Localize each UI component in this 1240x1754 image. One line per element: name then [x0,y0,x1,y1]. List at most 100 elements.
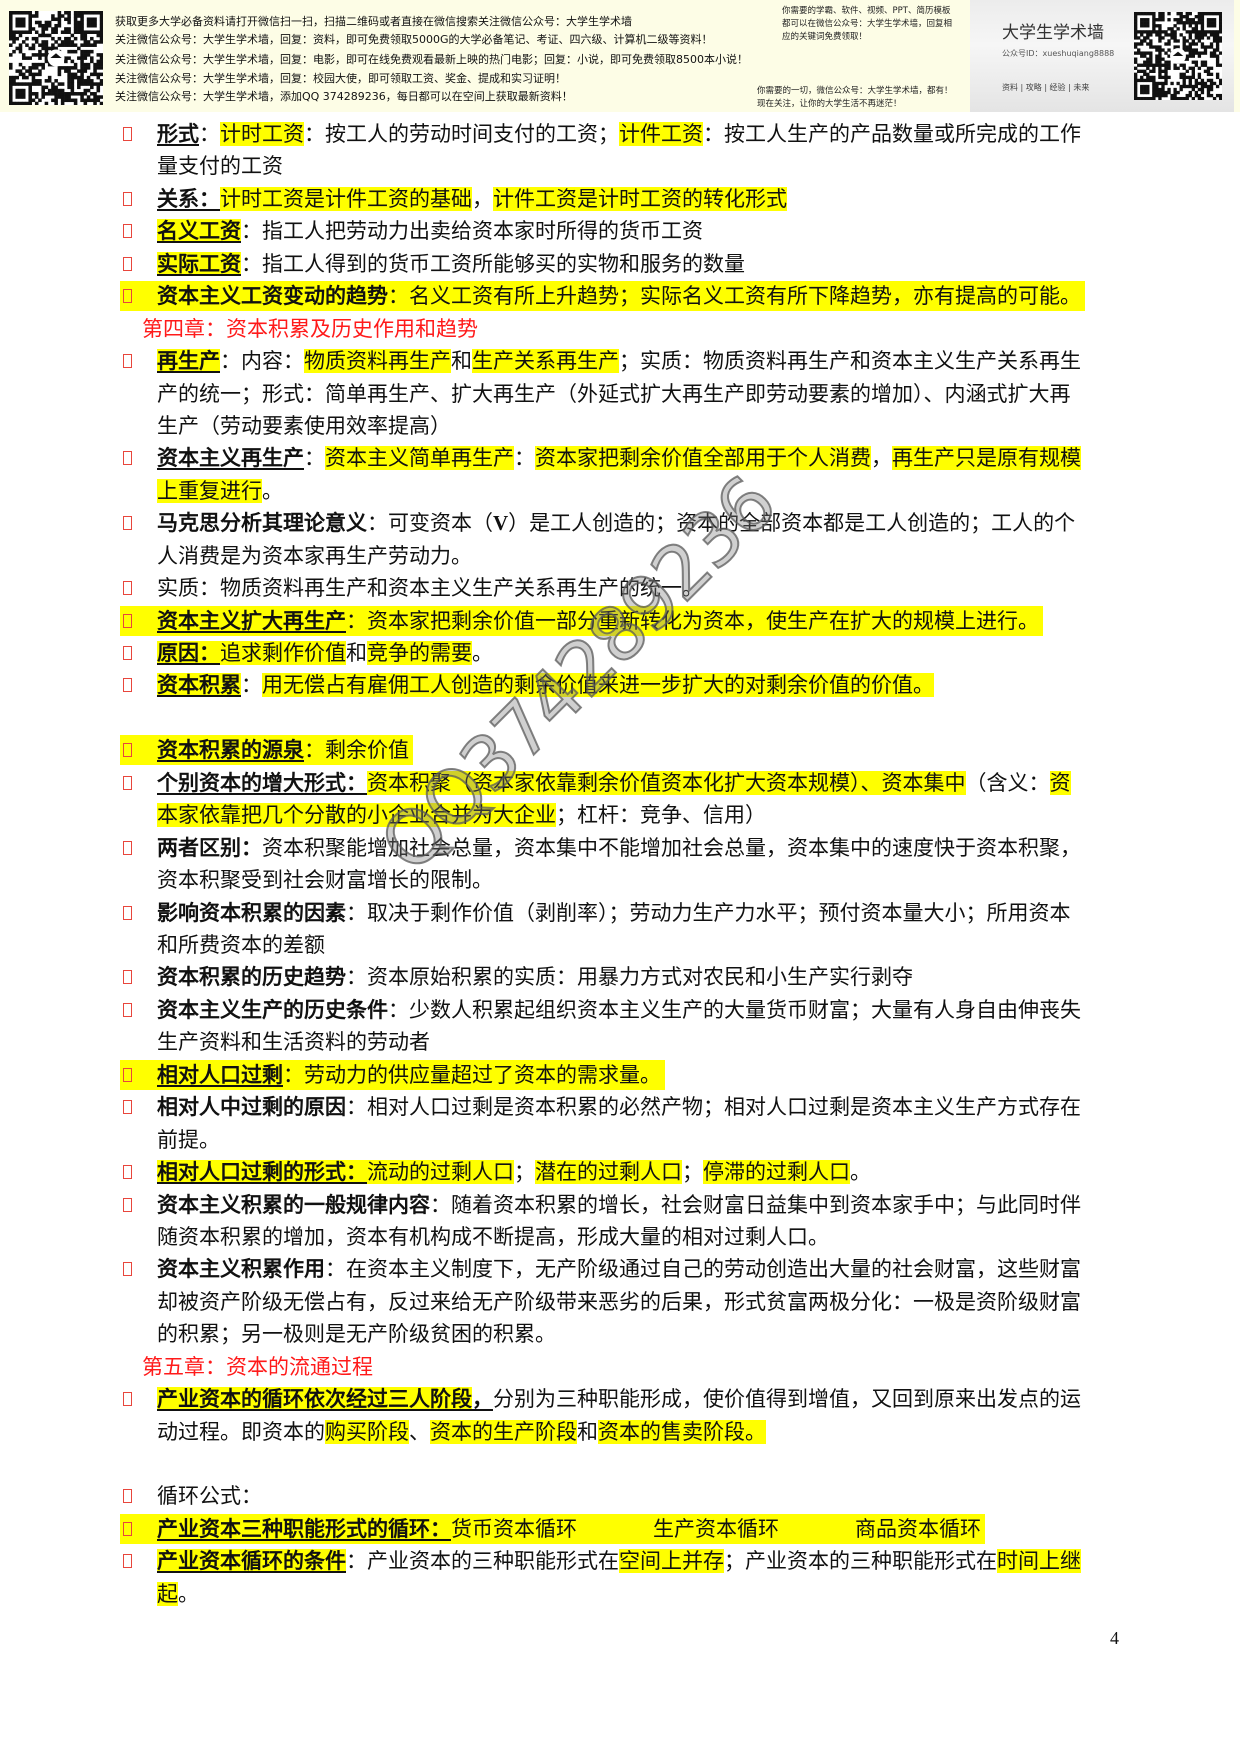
line-text: 相对人口过剩的形式：流动的过剩人口；潜在的过剩人口；停滞的过剩人口。 [157,1157,871,1187]
text-line: 人消费是为资本家再生产劳动力。 [0,541,1240,573]
text-line: 生产资料和生活资料的劳动者 [0,1027,1240,1059]
text-segment: ：可变资本（ [367,511,493,536]
highlighted-text: 时间上继 [997,1549,1081,1574]
line-text: 相对人口过剩：劳动力的供应量超过了资本的需求量。 [157,1060,661,1090]
text-line: 马克思分析其理论意义：可变资本（V）是工人创造的；资本的全部资本都是工人创造的；… [0,508,1240,540]
highlighted-text: 上重复进行 [157,478,262,503]
bullet-box-icon [123,191,132,206]
text-line: 资本主义积累的一般规律内容：随着资本积累的增长，社会财富日益集中到资本家手中；与… [0,1190,1240,1222]
term-label: 关系： [157,186,220,211]
promo-banner: 获取更多大学必备资料请打开微信扫一扫，扫描二维码或者直接在微信搜索关注微信公众号… [0,0,1240,112]
text-segment: ：指工人把劳动力出卖给资本家时所得的货币工资 [241,219,703,244]
text-segment: ：少数人积累起组织资本主义生产的大量货币财富；大量有人身自由伸丧失 [388,997,1081,1022]
bullet-box-icon [123,289,132,304]
line-text: 量支付的工资 [157,151,283,181]
bullet-box-icon [123,127,132,141]
line-text: 影响资本积累的因素：取决于剩作价值（剥削率）；劳动力生产力水平；预付资本量大小；… [157,898,1071,928]
line-text: 相对人中过剩的原因：相对人口过剩是资本积累的必然产物；相对人口过剩是资本主义生产… [157,1092,1081,1122]
text-segment: ：取决于剩作价值（剥削率）；劳动力生产力水平；预付资本量大小；所用资本 [346,900,1071,925]
text-line [0,703,1240,735]
highlighted-text: 资本家把剩余价值一部分重新转化为资本 [367,608,745,633]
chapter-heading-row: 第五章：资本的流通过程 [0,1352,1240,1384]
text-segment: ： [388,284,409,309]
highlighted-text: 物质资料再生产 [304,349,451,374]
text-segment: 产的统一；形式：简单再生产、扩大再生产（外延式扩大再生产即劳动要素的增加）、内涵… [157,381,1071,406]
text-line: 资本主义扩大再生产：资本家把剩余价值一部分重新转化为资本，使生产在扩大的规模上进… [0,605,1240,638]
text-segment: 。 [850,1160,871,1185]
text-segment: 人消费是为资本家再生产劳动力。 [157,543,472,568]
term-label: 两者区别： [157,835,262,860]
line-text: 资本主义积累的一般规律内容：随着资本积累的增长，社会财富日益集中到资本家手中；与… [157,1190,1081,1220]
highlighted-text: 追求剩作价值 [220,641,346,666]
highlighted-text: 货币资本循环 [451,1516,577,1541]
line-text: 资本主义扩大再生产：资本家把剩余价值一部分重新转化为资本，使生产在扩大的规模上进… [157,606,1039,636]
page-number: 4 [1110,1628,1119,1648]
text-line: 上重复进行。 [0,476,1240,508]
highlighted-text: 计时工资 [220,122,304,146]
bullet-box-icon [123,1554,132,1569]
bullet-box-icon [123,1197,132,1212]
text-segment: 和 [346,641,367,666]
term-label: 资本主义工资变动的趋势 [157,284,388,309]
line-text: 资本主义再生产：资本主义简单再生产：资本家把剩余价值全部用于个人消费，再生产只是… [157,443,1081,473]
row-highlight [120,1059,665,1090]
bullet-box-icon [123,256,132,271]
text-line: 生产（劳动要素使用效率提高） [0,411,1240,443]
line-text: 产业资本循环的条件：产业资本的三种职能形式在空间上并存；产业资本的三种职能形式在… [157,1546,1081,1576]
text-segment: ， [472,186,493,211]
text-segment: ；杠杆：竞争、信用） [556,803,766,828]
line-text: 实质：物质资料再生产和资本主义生产关系再生产的统一。 [157,573,703,603]
text-segment: ：按工人生产的产品数量或所完成的工作 [703,122,1081,146]
bullet-box-icon [123,970,132,985]
term-label: 影响资本积累的因素 [157,900,346,925]
line-text: 动过程。即资本的购买阶段、资本的生产阶段和资本的售卖阶段。 [157,1417,766,1447]
banner-line: 获取更多大学必备资料请打开微信扫一扫，扫描二维码或者直接在微信搜索关注微信公众号… [115,15,632,28]
line-text: 生产资料和生活资料的劳动者 [157,1027,430,1057]
line-text: 资本积累：用无偿占有雇佣工人创造的剩余价值来进一步扩大的对剩余价值的价值。 [157,670,934,700]
line-text: 资本积累的源泉：剩余价值 [157,735,409,765]
line-text: 本家依靠把几个分散的小企业合并为大企业；杠杆：竞争、信用） [157,800,766,830]
text-segment: 随资本积累的增加，资本有机构成不断提高，形成大量的相对过剩人口。 [157,1224,829,1249]
highlighted-text: 实际名义工资有所下降趋势，亦有提高的可能。 [640,284,1081,309]
text-line: 前提。 [0,1125,1240,1157]
bullet-box-icon [123,581,132,596]
bullet-box-icon [123,1262,132,1277]
text-line: 产的统一；形式：简单再生产、扩大再生产（外延式扩大再生产即劳动要素的增加）、内涵… [0,379,1240,411]
text-segment: ：产业资本的三种职能形式在 [346,1549,619,1574]
highlighted-text: 资本的售卖阶段。 [598,1419,766,1444]
text-segment: ；产业资本的三种职能形式在 [724,1549,997,1574]
text-segment: 实质：物质资料再生产和资本主义生产关系再生产的统一。 [157,576,703,601]
line-text: 实际工资：指工人得到的货币工资所能够买的实物和服务的数量 [157,249,745,279]
banner-note: 现在关注，让你的大学生活不再迷茫！ [757,99,902,109]
chapter-heading: 第五章：资本的流通过程 [142,1354,373,1379]
banner-note: 应的关键词免费领取！ [782,32,868,42]
banner-line: 关注微信公众号：大学生学术墙，回复：资料，即可免费领取5000G的大学必备笔记、… [115,33,713,46]
term-label: 马克思分析其理论意义 [157,511,367,536]
text-segment: ； [619,284,640,309]
term-label: ， [472,1387,493,1412]
line-text: 上重复进行。 [157,476,283,506]
text-line [0,1449,1240,1481]
qr-code-left [9,11,103,105]
qr-code-right [1134,12,1222,100]
text-segment: ： [346,608,367,633]
line-text: 资本主义工资变动的趋势：名义工资有所上升趋势；实际名义工资有所下降趋势，亦有提高… [157,281,1081,311]
text-segment: 。 [178,1581,199,1606]
line-text: 和所费资本的差额 [157,930,325,960]
text-line: 和所费资本的差额 [0,930,1240,962]
bullet-box-icon [123,1067,132,1082]
term-label: 资本积累的历史趋势 [157,965,346,990]
text-line: 影响资本积累的因素：取决于剩作价值（剥削率）；劳动力生产力水平；预付资本量大小；… [0,898,1240,930]
text-segment: 量支付的工资 [157,154,283,179]
highlighted-text: 生产资本循环 [653,1516,779,1541]
bullet-box-icon [123,743,132,758]
text-segment: ： [304,446,325,471]
text-line: 起。 [0,1579,1240,1611]
highlighted-text: 资本的生产阶段 [430,1419,577,1444]
text-line: 实际工资：指工人得到的货币工资所能够买的实物和服务的数量 [0,249,1240,281]
term-label: 实际工资 [157,251,241,276]
text-segment: ）是工人创造的；资本的全部资本都是工人创造的；工人的个 [508,511,1076,536]
text-segment: 资本积聚受到社会财富增长的限制。 [157,868,493,893]
text-segment: ： [199,122,220,146]
highlighted-text: 竞争的需要 [367,641,472,666]
